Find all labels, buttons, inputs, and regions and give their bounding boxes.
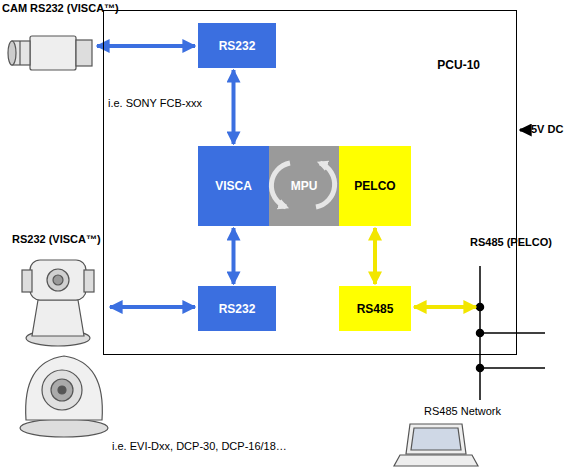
- block-label: RS485: [357, 302, 394, 316]
- data-link-arrow: [232, 228, 236, 284]
- annotation-label: RS485 (PELCO): [470, 236, 552, 248]
- annotation-label: 5V DC: [531, 123, 563, 135]
- block-label: RS232: [219, 302, 256, 316]
- function-block: RS232: [198, 23, 276, 68]
- function-block: MPU: [269, 146, 339, 226]
- data-link-arrow: [373, 228, 377, 284]
- annotation-label: RS485 Network: [424, 405, 501, 417]
- block-label: VISCA: [215, 179, 252, 193]
- exchange-arrow: [316, 163, 335, 207]
- title-holder: PCU-10: [437, 55, 480, 73]
- ptz-link-arrow: [110, 305, 195, 309]
- annotation-label: RS232 (VISCA™): [12, 233, 101, 245]
- camera-link-arrow: [97, 44, 195, 48]
- function-block: RS232: [198, 286, 276, 331]
- function-block: PELCO: [339, 146, 411, 226]
- exchange-arrow: [271, 163, 290, 207]
- annotation-label: i.e. EVI-Dxx, DCP-30, DCP-16/18…: [112, 440, 287, 452]
- block-label: RS232: [219, 39, 256, 53]
- unit-name: PCU-10: [437, 58, 480, 72]
- annotation-label: i.e. SONY FCB-xxx: [108, 97, 202, 109]
- function-block: VISCA: [198, 146, 269, 226]
- rs485-bus: [477, 266, 546, 400]
- data-link-arrow: [232, 70, 236, 144]
- ptz-camera: [22, 260, 94, 346]
- laptop: [394, 424, 478, 466]
- unit-housing: PCU-10RS232VISCAMPUPELCORS232RS485: [103, 10, 517, 355]
- block-label: MPU: [291, 179, 318, 193]
- bus-link-arrow: [414, 305, 476, 309]
- evi-camera: [20, 356, 108, 437]
- block-label: PELCO: [354, 179, 395, 193]
- power-arrow: [520, 129, 527, 132]
- function-block: RS485: [339, 286, 411, 331]
- box-camera: [8, 36, 92, 70]
- annotation-label: CAM RS232 (VISCA™): [2, 2, 119, 14]
